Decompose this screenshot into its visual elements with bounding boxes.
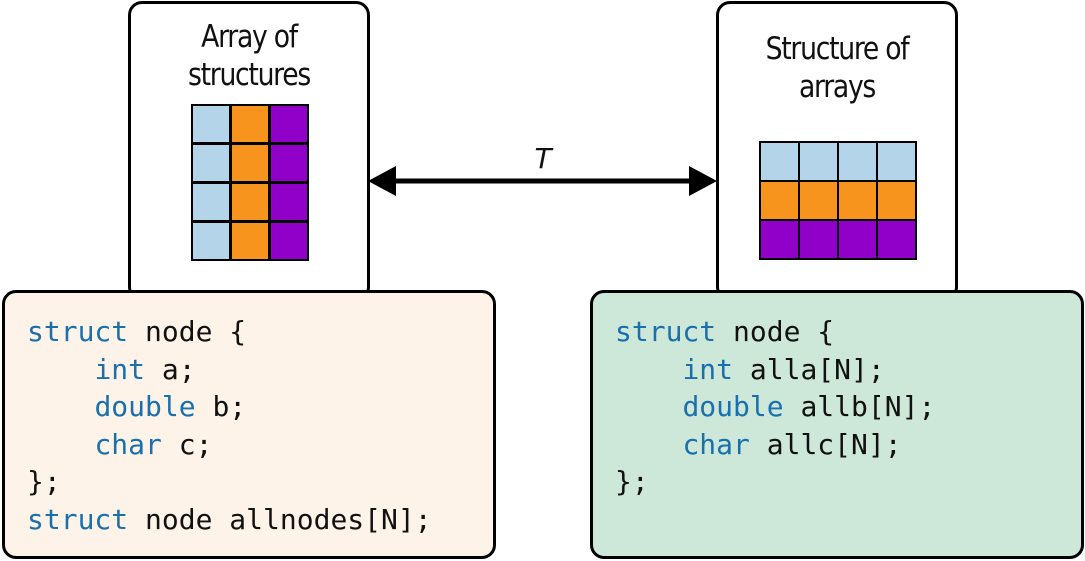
code-keyword: char xyxy=(682,427,750,461)
code-text xyxy=(615,428,682,461)
code-text: node { xyxy=(716,315,835,348)
soa-grid-cell xyxy=(878,221,915,258)
code-text: }; xyxy=(615,465,649,498)
code-text: allb[N]; xyxy=(783,390,936,423)
code-keyword: char xyxy=(94,427,162,461)
code-keyword: struct xyxy=(27,315,129,348)
structure-of-arrays-title: Structure of arrays xyxy=(736,30,939,106)
soa-grid-cell xyxy=(839,143,876,180)
code-text: b; xyxy=(195,390,247,423)
aos-grid-cell xyxy=(193,183,230,221)
code-text: node { xyxy=(128,315,247,348)
soa-grid-cell xyxy=(839,221,876,258)
aos-grid-cell xyxy=(231,183,269,221)
code-line: struct node allnodes[N]; xyxy=(27,501,493,539)
code-text xyxy=(615,353,682,386)
code-keyword: struct xyxy=(27,502,129,536)
code-text xyxy=(27,390,94,423)
code-keyword: double xyxy=(94,390,196,423)
code-keyword: int xyxy=(94,352,146,386)
title-line-1: Array of xyxy=(201,19,298,55)
array-of-structures-code: struct node { int a; double b; char c;};… xyxy=(2,290,496,559)
code-line: int alla[N]; xyxy=(615,351,1081,389)
title-line-2: structures xyxy=(188,57,311,93)
array-of-structures-grid xyxy=(191,104,309,261)
aos-grid-cell xyxy=(270,222,307,259)
title-line-2: arrays xyxy=(798,69,876,105)
code-line: struct node { xyxy=(27,313,493,351)
structure-of-arrays-code: struct node { int alla[N]; double allb[N… xyxy=(590,290,1084,559)
code-text: node allnodes[N]; xyxy=(128,502,432,536)
array-of-structures-panel: Array of structures xyxy=(128,1,370,301)
code-keyword: struct xyxy=(615,315,717,348)
aos-grid-cell xyxy=(193,222,230,259)
arrow-head-right xyxy=(689,166,717,196)
code-text xyxy=(615,390,682,423)
aos-grid-cell xyxy=(270,144,307,182)
soa-grid-cell xyxy=(761,143,798,180)
code-text xyxy=(27,428,94,461)
aos-grid-cell xyxy=(193,106,230,143)
code-line: double allb[N]; xyxy=(615,388,1081,426)
code-line: }; xyxy=(615,463,1081,501)
soa-grid-cell xyxy=(878,143,915,180)
code-text xyxy=(27,353,94,386)
arrow-head-left xyxy=(368,166,396,196)
code-text: allc[N]; xyxy=(749,427,902,461)
code-line: char allc[N]; xyxy=(615,426,1081,464)
code-keyword: double xyxy=(682,390,784,423)
soa-grid-cell xyxy=(839,182,876,219)
soa-grid-cell xyxy=(800,182,837,219)
code-text: }; xyxy=(27,465,61,498)
aos-grid-cell xyxy=(231,222,269,259)
code-keyword: int xyxy=(682,352,734,386)
array-of-structures-title: Array of structures xyxy=(148,18,351,94)
aos-grid-cell xyxy=(270,183,307,221)
code-line: int a; xyxy=(27,351,493,389)
soa-grid-cell xyxy=(800,143,837,180)
code-line: struct node { xyxy=(615,313,1081,351)
code-line: }; xyxy=(27,463,493,501)
code-line: double b; xyxy=(27,388,493,426)
aos-grid-cell xyxy=(193,144,230,182)
structure-of-arrays-grid xyxy=(759,141,917,260)
transform-label: T xyxy=(534,142,552,175)
code-text: c; xyxy=(161,427,213,461)
structure-of-arrays-panel: Structure of arrays xyxy=(716,1,958,301)
title-line-1: Structure of xyxy=(765,31,910,67)
soa-grid-cell xyxy=(761,182,798,219)
aos-grid-cell xyxy=(231,106,269,143)
soa-grid-cell xyxy=(800,221,837,258)
soa-grid-cell xyxy=(761,221,798,258)
aos-grid-cell xyxy=(270,106,307,143)
code-text: alla[N]; xyxy=(733,352,885,386)
aos-grid-cell xyxy=(231,144,269,182)
soa-grid-cell xyxy=(878,182,915,219)
code-line: char c; xyxy=(27,426,493,464)
code-text: a; xyxy=(145,352,196,386)
